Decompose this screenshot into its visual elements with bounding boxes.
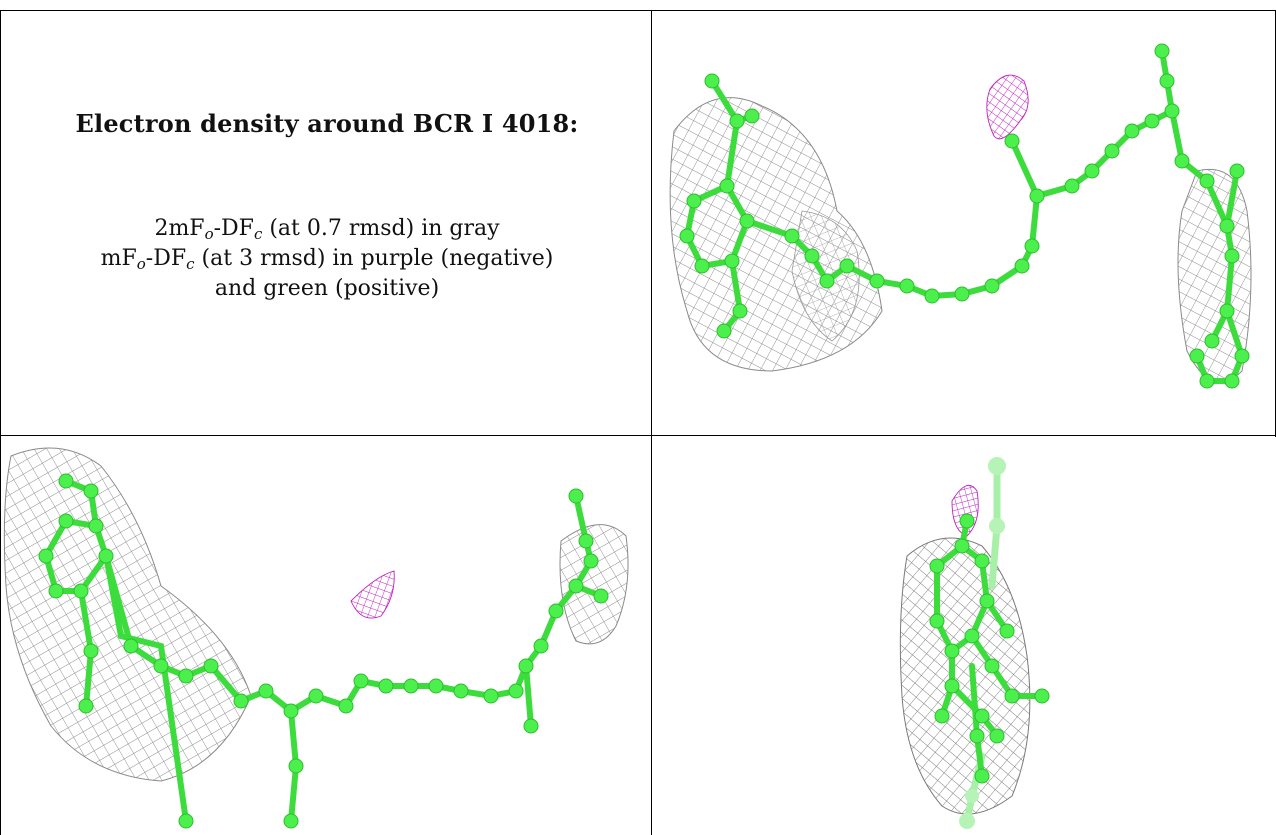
density-mesh-purple <box>350 570 395 619</box>
caption-line-gray: 2mFo-DFc (at 0.7 rmsd) in gray <box>154 216 500 243</box>
table-divider-vertical <box>651 10 652 835</box>
density-mesh-gray <box>559 524 629 645</box>
view-top-right <box>652 11 1275 435</box>
bcr-atoms <box>679 43 1250 389</box>
bcr-atoms <box>929 513 1050 784</box>
density-mesh-gray <box>669 97 883 372</box>
molecule-density-view <box>3 447 629 829</box>
density-mesh-purple <box>986 74 1029 140</box>
table-border-top <box>0 10 1276 11</box>
caption-title: Electron density around BCR I 4018: <box>75 109 579 138</box>
table-border-left <box>0 10 1 835</box>
density-mesh-gray <box>3 447 252 782</box>
density-mesh-gray <box>899 537 1031 815</box>
bcr-atoms <box>38 473 609 829</box>
caption-line-purple: mFo-DFc (at 3 rmsd) in purple (negative) <box>100 246 554 273</box>
view-bottom-left <box>1 436 651 835</box>
caption-line-green: and green (positive) <box>214 276 440 301</box>
caption-cell: Electron density around BCR I 4018: 2mFo… <box>1 11 651 435</box>
table-divider-horizontal <box>0 435 1276 436</box>
bcr-atoms-faded <box>959 457 1006 829</box>
molecule-density-view <box>669 43 1252 389</box>
caption-legend: 2mFo-DFc (at 0.7 rmsd) in gray mFo-DFc (… <box>1 214 651 304</box>
molecule-density-view <box>899 457 1050 829</box>
view-bottom-right <box>652 436 1275 835</box>
